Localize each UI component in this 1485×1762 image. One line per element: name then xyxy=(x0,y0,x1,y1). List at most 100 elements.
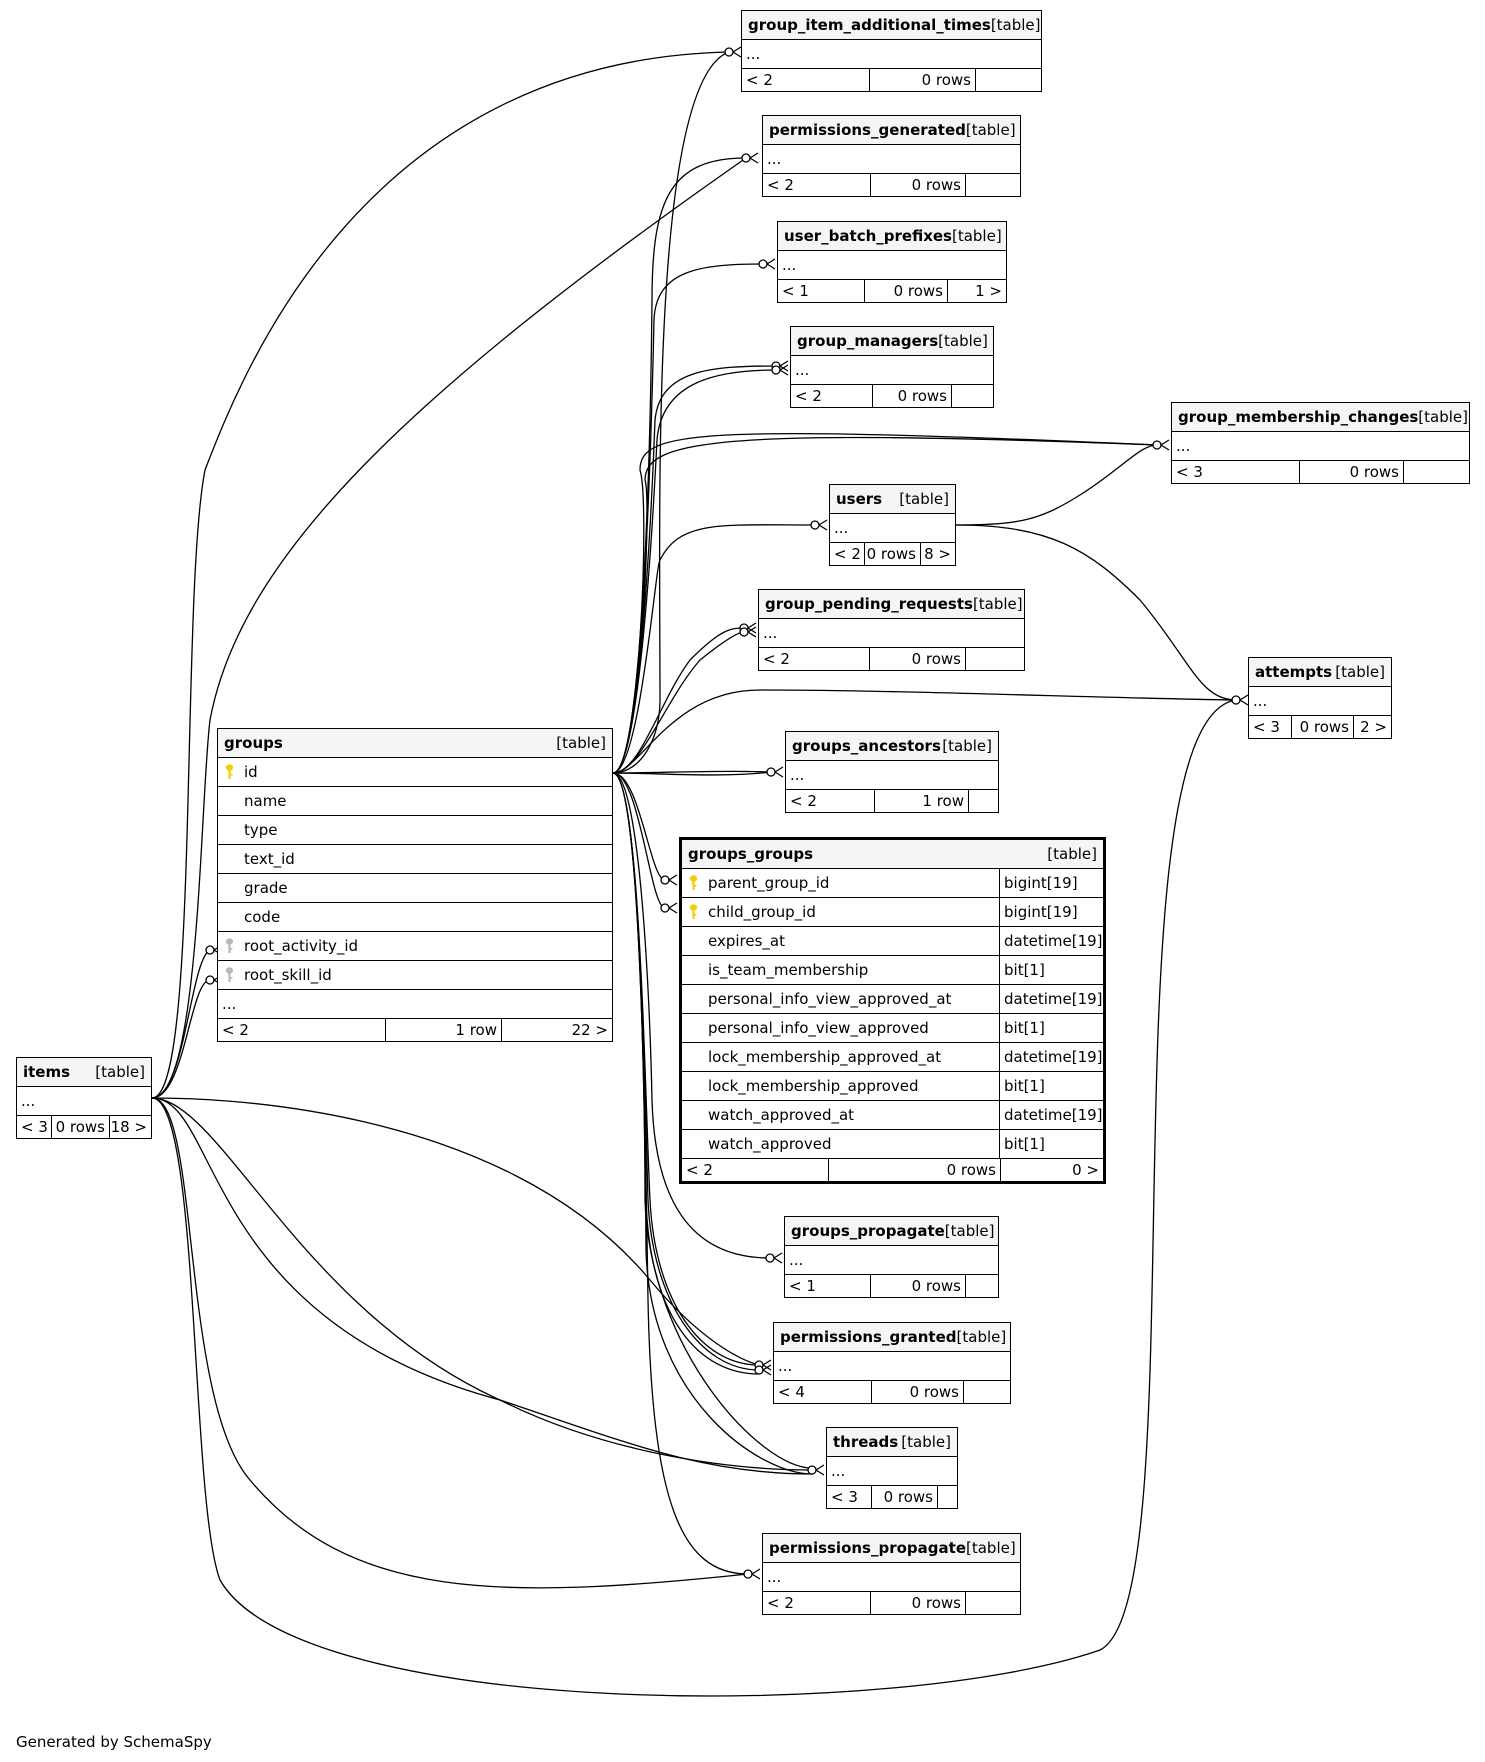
table-header[interactable]: group_membership_changes[table] xyxy=(1172,403,1469,432)
parents-count[interactable]: < 2 xyxy=(791,385,873,407)
parents-count[interactable]: < 3 xyxy=(1249,716,1292,738)
column-row[interactable]: type xyxy=(218,816,612,845)
column-row[interactable]: text_id xyxy=(218,845,612,874)
table-header[interactable]: groups_propagate[table] xyxy=(785,1217,998,1246)
parents-count[interactable]: < 2 xyxy=(763,1592,871,1614)
column-row[interactable]: grade xyxy=(218,874,612,903)
table-header[interactable]: groups_ancestors[table] xyxy=(786,732,998,761)
table-header[interactable]: group_item_additional_times[table] xyxy=(742,11,1041,40)
parents-count[interactable]: < 2 xyxy=(830,543,865,565)
children-count[interactable] xyxy=(966,1275,998,1297)
children-count[interactable] xyxy=(966,1592,1020,1614)
parents-count[interactable]: < 2 xyxy=(682,1159,829,1181)
column-row[interactable]: code xyxy=(218,903,612,932)
parents-count[interactable]: < 3 xyxy=(17,1116,52,1138)
column-row[interactable]: id xyxy=(218,758,612,787)
more-columns-row[interactable]: ... xyxy=(786,761,998,790)
parents-count[interactable]: < 1 xyxy=(778,280,865,302)
more-columns-row[interactable]: ... xyxy=(742,40,1041,69)
table-header[interactable]: attempts[table] xyxy=(1249,658,1391,687)
table-name[interactable]: group_pending_requests xyxy=(765,595,973,613)
table-header[interactable]: permissions_granted[table] xyxy=(774,1323,1010,1352)
table-name[interactable]: groups_propagate xyxy=(791,1222,945,1240)
more-columns-row[interactable]: ... xyxy=(778,251,1006,280)
children-count[interactable]: 22 > xyxy=(571,1021,608,1039)
parents-count[interactable]: < 2 xyxy=(759,648,870,670)
parents-count[interactable]: < 1 xyxy=(785,1275,871,1297)
table-name[interactable]: groups_ancestors xyxy=(792,737,941,755)
table-header[interactable]: groups[table] xyxy=(218,729,612,758)
parents-count[interactable]: < 3 xyxy=(1172,461,1300,483)
table-name[interactable]: user_batch_prefixes xyxy=(784,227,952,245)
table-name[interactable]: permissions_granted xyxy=(780,1328,957,1346)
children-count[interactable] xyxy=(969,790,998,812)
children-count[interactable]: 1 > xyxy=(975,282,1002,300)
children-count[interactable] xyxy=(966,174,1020,196)
more-columns-row[interactable]: ... xyxy=(791,356,993,385)
more-columns-row[interactable]: ... xyxy=(785,1246,998,1275)
table-header[interactable]: group_managers[table] xyxy=(791,327,993,356)
more-columns-row[interactable]: ... xyxy=(759,619,1024,648)
table-header[interactable]: permissions_generated[table] xyxy=(763,116,1020,145)
table-name[interactable]: groups_groups xyxy=(688,845,814,863)
table-name[interactable]: groups xyxy=(224,734,283,752)
children-count[interactable]: 2 > xyxy=(1360,718,1387,736)
table-name[interactable]: attempts xyxy=(1255,663,1333,681)
table-header[interactable]: threads[table] xyxy=(827,1428,957,1457)
parents-count[interactable]: < 2 xyxy=(742,69,870,91)
more-columns-row[interactable]: ... xyxy=(17,1087,151,1116)
children-count[interactable] xyxy=(1404,461,1469,483)
children-count[interactable] xyxy=(976,69,1041,91)
children-count[interactable]: 8 > xyxy=(924,545,951,563)
children-count[interactable]: 0 > xyxy=(1072,1161,1099,1179)
more-columns-row[interactable]: ... xyxy=(830,514,955,543)
children-count[interactable] xyxy=(952,385,993,407)
children-count[interactable] xyxy=(964,1381,1010,1403)
more-columns-row[interactable]: ... xyxy=(218,990,612,1019)
table-header[interactable]: permissions_propagate[table] xyxy=(763,1534,1020,1563)
more-columns-row[interactable]: ... xyxy=(763,1563,1020,1592)
parents-count[interactable]: < 3 xyxy=(827,1486,872,1508)
table-name[interactable]: permissions_generated xyxy=(769,121,966,139)
table-name[interactable]: group_membership_changes xyxy=(1178,408,1419,426)
children-count[interactable]: 18 > xyxy=(110,1118,147,1136)
children-count[interactable] xyxy=(938,1486,957,1508)
table-header[interactable]: groups_groups[table] xyxy=(682,840,1103,869)
table-header[interactable]: users[table] xyxy=(830,485,955,514)
parents-count[interactable]: < 2 xyxy=(786,790,875,812)
table-name[interactable]: users xyxy=(836,490,883,508)
table-header[interactable]: items[table] xyxy=(17,1058,151,1087)
parents-count[interactable]: < 2 xyxy=(218,1019,386,1041)
more-columns-row[interactable]: ... xyxy=(1249,687,1391,716)
table-header[interactable]: group_pending_requests[table] xyxy=(759,590,1024,619)
table-group-item-additional-times[interactable]: group_item_additional_times[table]...< 2… xyxy=(741,10,1042,92)
table-name[interactable]: threads xyxy=(833,1433,899,1451)
table-name[interactable]: items xyxy=(23,1063,71,1081)
column-row[interactable]: root_skill_id xyxy=(218,961,612,990)
parents-count[interactable]: < 2 xyxy=(763,174,871,196)
parents-count[interactable]: < 4 xyxy=(774,1381,872,1403)
